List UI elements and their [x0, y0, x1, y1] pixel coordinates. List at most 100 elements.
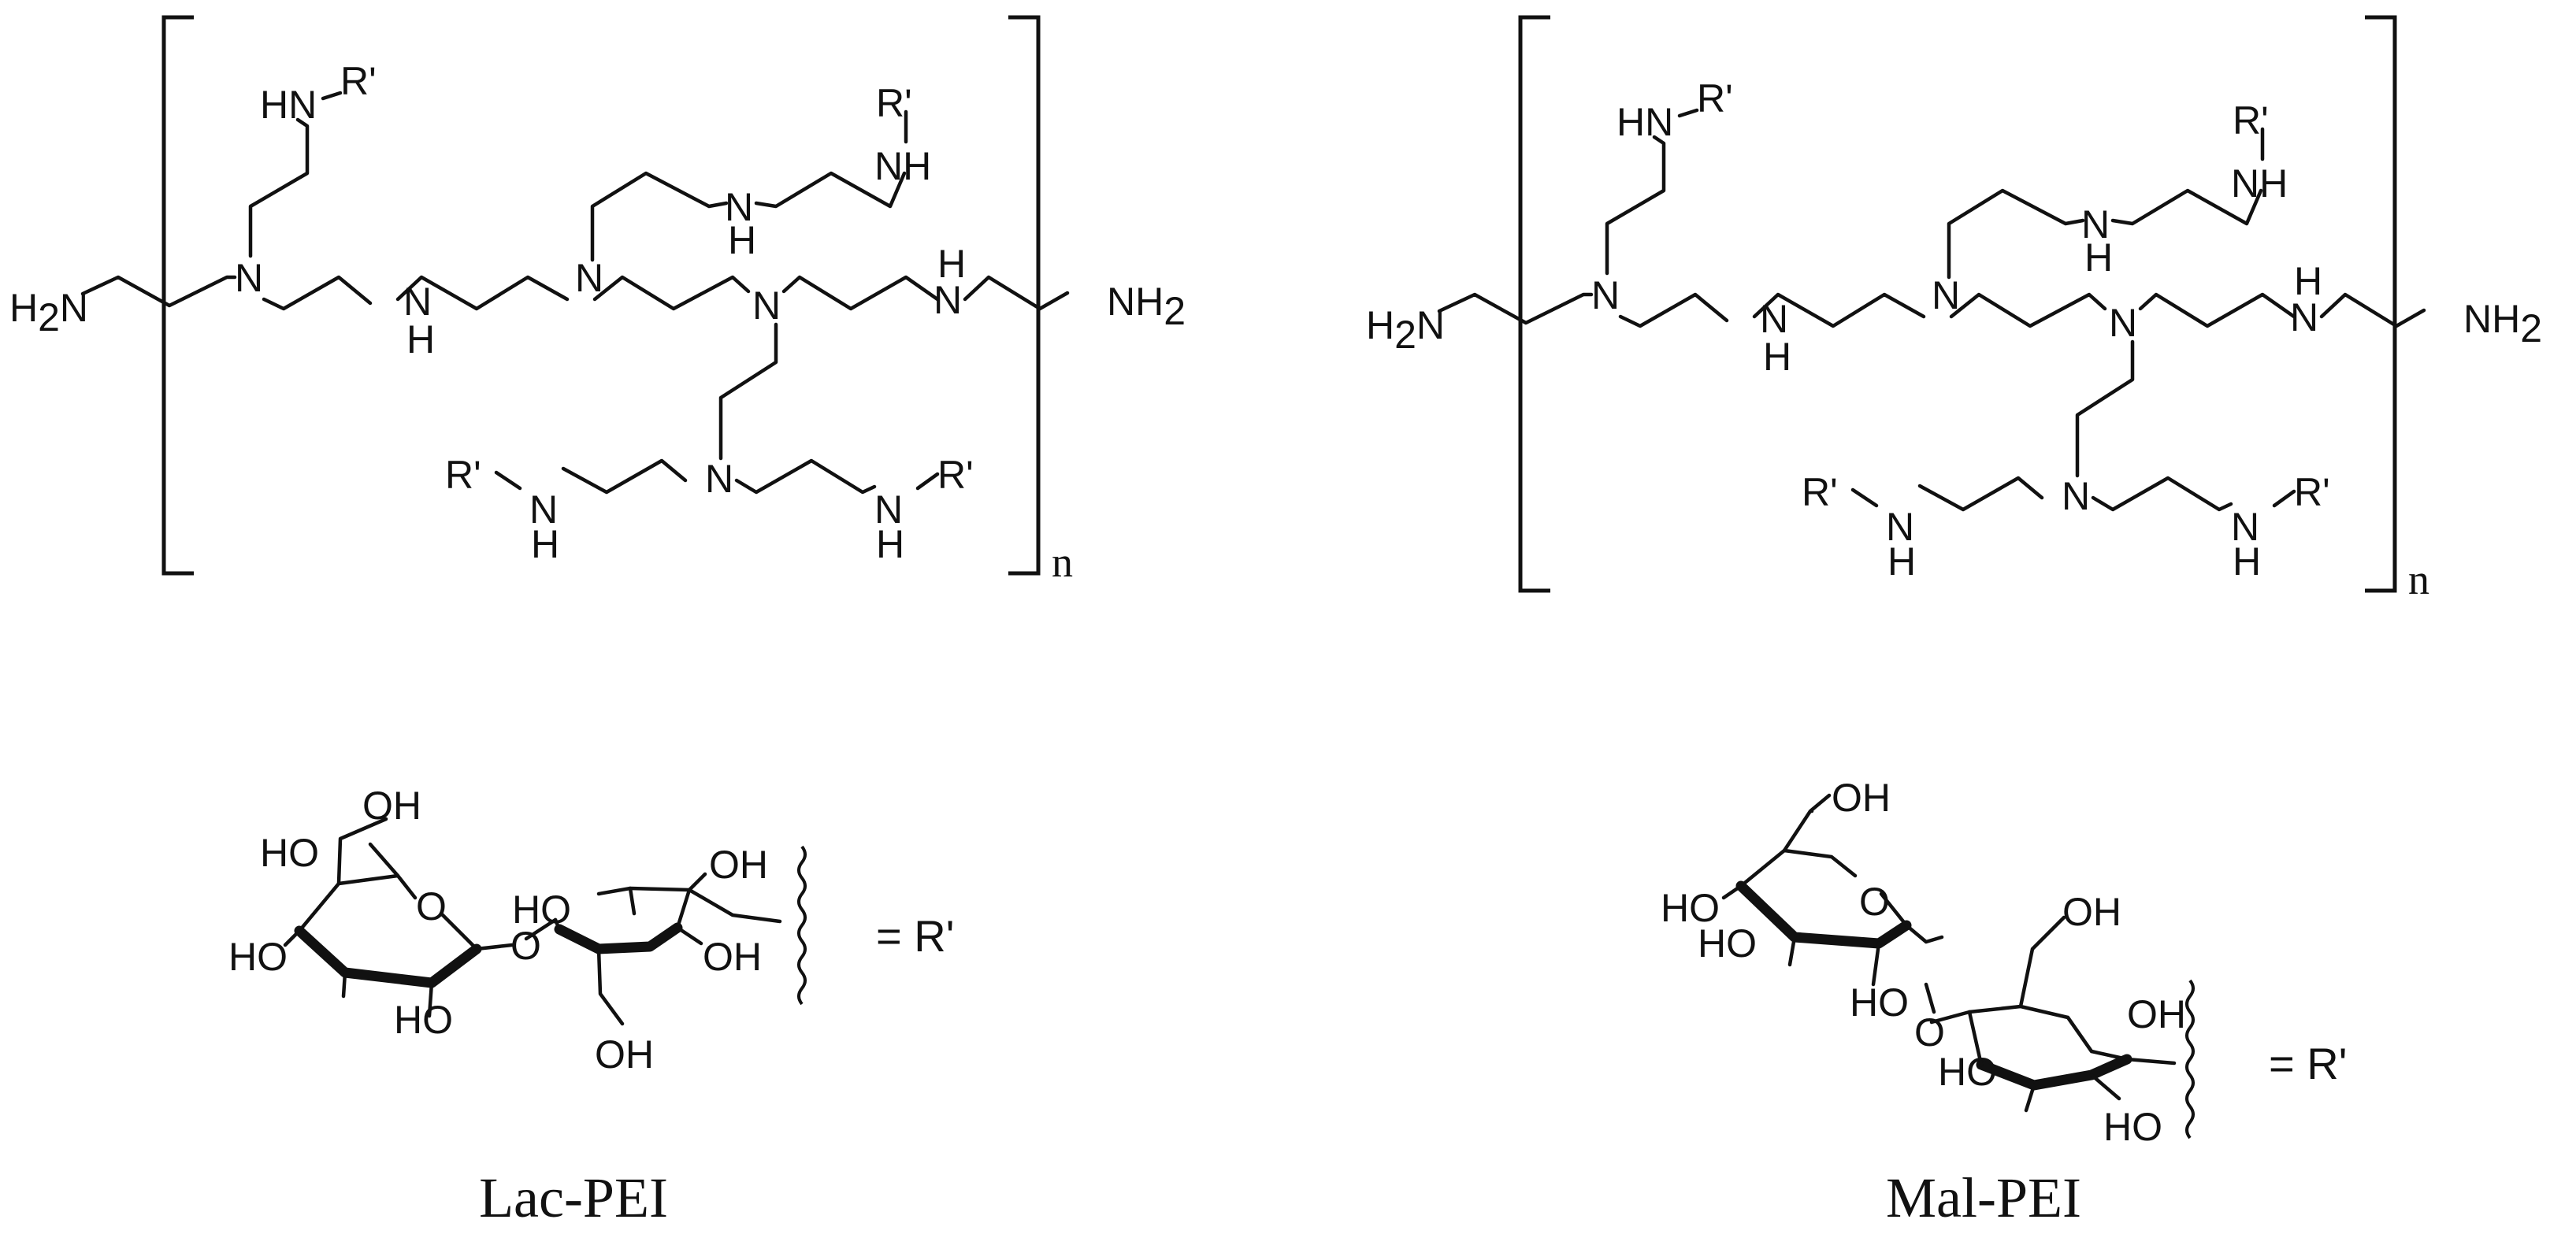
hydroxyl-label: OH [595, 1032, 654, 1077]
pei-polymer-right: H2N N N H N N H N NH2 HN R' N H NH R' N … [1366, 15, 2542, 603]
hydroxyl-label: HO [1850, 980, 1909, 1025]
amine-label: NH2 [1107, 280, 1186, 333]
glucose-ring-front [554, 922, 683, 954]
r-prime-label: R' [1697, 76, 1733, 120]
amine-h-label: H [2294, 259, 2322, 303]
repeat-index: n [2408, 556, 2429, 603]
attachment-wavy-bond [2185, 979, 2195, 1140]
hydroxyl-label: OH [2062, 890, 2121, 934]
r-stub-bottom-right [2272, 489, 2296, 508]
amine-h-label: H [531, 522, 559, 566]
branch-up-1 [248, 117, 310, 258]
amine-label: N [403, 280, 432, 324]
hydroxyl-label: HO [1938, 1050, 1997, 1094]
galactose-substituents [283, 817, 514, 1018]
pei-polymer-left: H2N N N H N N H N NH2 HN R' N H NH R' N … [9, 15, 1186, 586]
main-chain-bonds [80, 275, 1070, 311]
amine-label: N [2062, 474, 2090, 518]
r-stub-top-left [1677, 108, 1699, 118]
glucose-substituents [553, 872, 707, 1026]
r-prime-label: R' [937, 453, 974, 497]
r-prime-label: R' [876, 81, 912, 125]
amine-label: N [874, 487, 903, 532]
hydroxyl-label: OH [1832, 776, 1891, 820]
hydroxyl-label: OH [2127, 992, 2186, 1036]
ring-oxygen-label: O [416, 884, 447, 928]
hydroxyl-label: HO [394, 998, 453, 1042]
hydroxyl-label: HO [1698, 921, 1757, 965]
amine-label: NH [2231, 161, 2288, 206]
repeat-bracket-left-close [1008, 15, 1041, 576]
amine-h-label: H [876, 522, 904, 566]
r-prime-label: R' [445, 453, 481, 497]
r-stub-top-left [321, 91, 343, 101]
glycosidic-oxygen-label: O [1914, 1010, 1945, 1054]
structure-caption-lac-pei: Lac-PEI [479, 1166, 668, 1229]
hydroxyl-label: OH [709, 843, 768, 887]
amine-label: N [2231, 505, 2259, 549]
branch-down [561, 322, 877, 495]
amine-label: N [1932, 273, 1960, 317]
upper-ring-bonds [1739, 848, 1909, 928]
hydroxyl-label: HO [1661, 886, 1720, 930]
branch-up-1 [1605, 135, 1666, 276]
amine-h-label: H [1763, 335, 1791, 379]
repeat-bracket-left-open [161, 15, 194, 576]
galactose-ring-bonds [297, 873, 479, 951]
repeat-bracket-right-close [2365, 15, 2397, 593]
repeat-bracket-right-open [1518, 15, 1550, 593]
amine-label: N [934, 278, 962, 322]
hydroxyl-label: OH [362, 784, 421, 828]
amine-h-label: H [728, 218, 756, 262]
amine-label: NH2 [2463, 297, 2542, 350]
hydroxyl-label: HO [228, 935, 288, 979]
amine-label: N [2109, 301, 2137, 345]
upper-ring-front [1735, 880, 1912, 949]
amine-label: N [1760, 297, 1788, 341]
amine-label: H2N [1366, 303, 1445, 357]
amine-label: N [1886, 505, 1914, 549]
galactose-ring-front [294, 925, 482, 988]
main-chain-bonds [1437, 292, 2426, 328]
r-prime-definition: = R' [876, 911, 954, 961]
r-stub-bottom-right [915, 472, 940, 491]
amine-label: HN [260, 83, 317, 127]
ring-oxygen-label: O [1859, 880, 1890, 924]
upper-ring-substituents [1721, 793, 1944, 987]
amine-label: N [575, 256, 603, 300]
amine-h-label: H [2084, 235, 2113, 280]
amine-h-label: H [406, 317, 435, 361]
r-stub-bottom-left [494, 470, 522, 491]
r-prime-label: R' [340, 59, 377, 103]
amine-h-label: H [2233, 539, 2261, 584]
amine-h-label: H [937, 242, 966, 286]
lactose-substituent: OH HO O HO HO O HO OH OH OH = R' [228, 784, 954, 1077]
r-prime-label: R' [1802, 470, 1838, 514]
branch-up-2 [1947, 188, 2263, 280]
r-prime-label: R' [2294, 470, 2330, 514]
amine-label: N [752, 284, 781, 328]
amine-label: NH [874, 144, 931, 188]
amine-label: H2N [9, 286, 88, 339]
hydroxyl-label: OH [703, 935, 762, 979]
amine-label: N [529, 487, 558, 532]
r-prime-label: R' [2233, 98, 2269, 143]
repeat-index: n [1052, 539, 1073, 586]
r-stub-bottom-left [1850, 487, 1879, 508]
amine-label: N [705, 457, 733, 501]
glycosidic-oxygen-label: O [510, 924, 541, 968]
amine-label: N [2081, 202, 2110, 246]
lower-ring-bonds [1929, 915, 2129, 1062]
maltose-substituent: OH HO O HO HO O OH OH HO HO = R' [1661, 776, 2347, 1149]
amine-label: N [1591, 273, 1620, 317]
branch-down [1917, 339, 2233, 512]
branch-up-2 [590, 171, 907, 262]
hydroxyl-label: HO [2103, 1105, 2162, 1149]
amine-label: HN [1616, 100, 1673, 144]
amine-label: N [725, 185, 753, 229]
hydroxyl-label: HO [260, 831, 319, 875]
lower-ring-substituents [1924, 982, 2177, 1113]
structure-caption-mal-pei: Mal-PEI [1886, 1166, 2081, 1229]
lower-ring-front [1976, 1054, 2132, 1091]
